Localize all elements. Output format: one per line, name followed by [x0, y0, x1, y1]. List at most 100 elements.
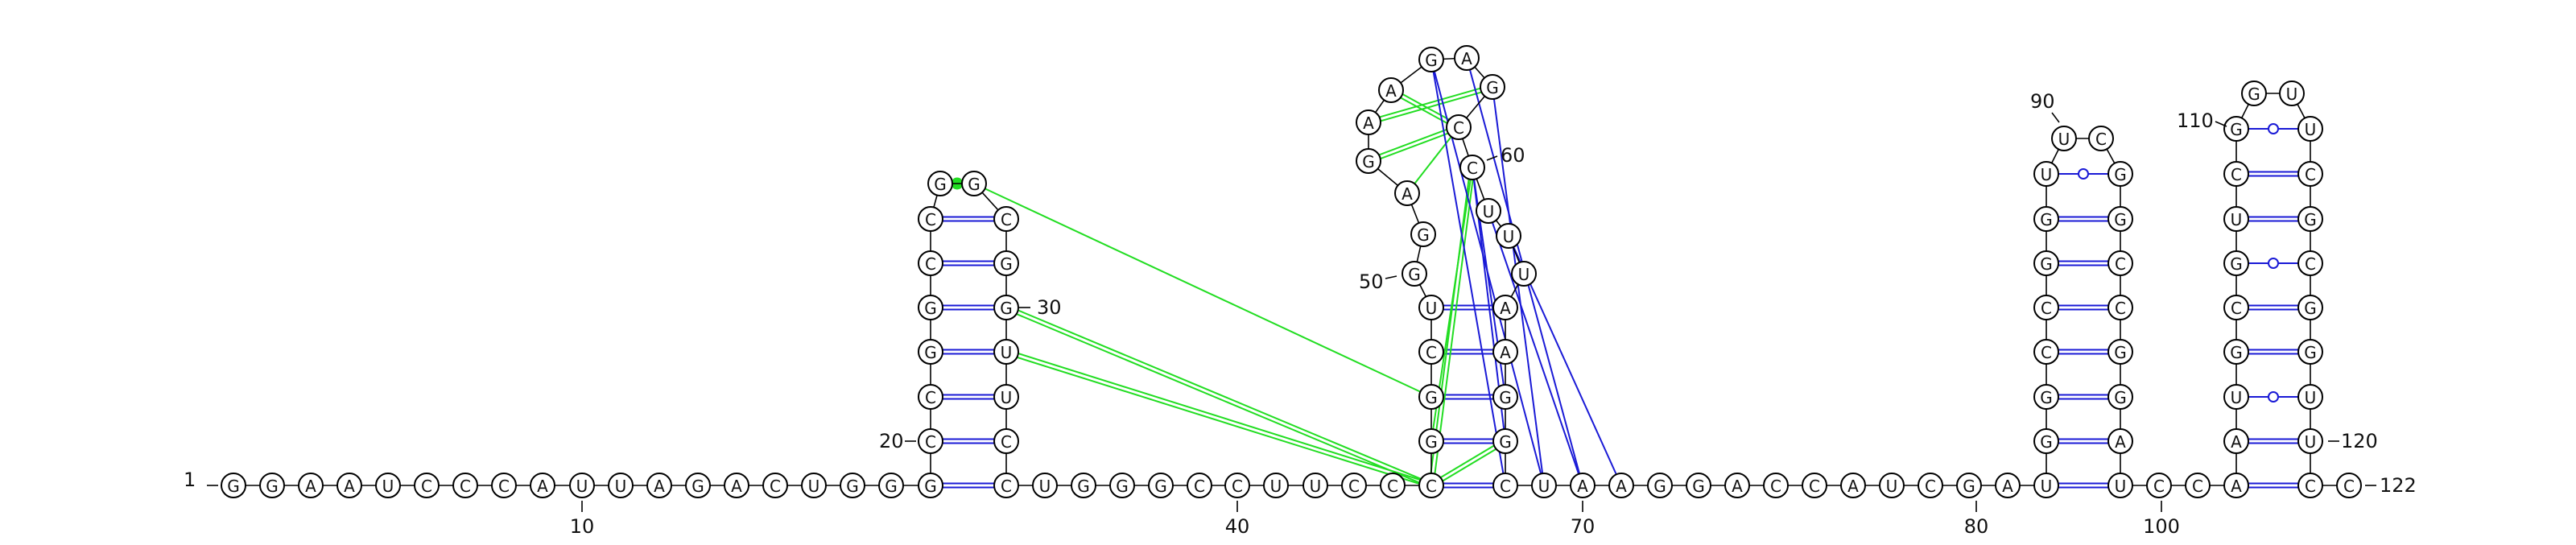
- nucleotide-circle: [2033, 250, 2059, 276]
- nucleotide-letter: C: [1500, 477, 1511, 496]
- pair-line: [1389, 91, 1459, 130]
- nucleotide-letter: C: [2231, 165, 2242, 184]
- nucleotide-circle: [2107, 161, 2133, 187]
- nucleotide-circle: [2223, 250, 2249, 276]
- nucleotide-letter: A: [1500, 343, 1511, 362]
- nucleotide-46: G: [1418, 428, 1444, 454]
- nucleotide-letter: G: [924, 343, 937, 362]
- nucleotide-letter: U: [2305, 120, 2317, 139]
- nucleotide-68: C: [1492, 473, 1518, 498]
- nucleotide-letter: G: [1362, 152, 1375, 171]
- base-pair-61-70: [1488, 210, 1583, 486]
- nucleotide-96: G: [2107, 339, 2133, 365]
- nucleotide-61: U: [1476, 198, 1501, 224]
- nucleotide-92: G: [2107, 161, 2133, 187]
- nucleotide-circle: [1402, 261, 1427, 287]
- nucleotide-circle: [298, 473, 324, 498]
- nucleotide-88: G: [2033, 206, 2059, 232]
- pair-line: [1391, 87, 1460, 126]
- nucleotide-22: G: [918, 339, 943, 365]
- nucleotide-letter: G: [1499, 388, 1512, 407]
- nucleotide-48: C: [1418, 339, 1444, 365]
- nucleotide-108: U: [2223, 206, 2249, 232]
- nucleotide-letter: G: [266, 477, 279, 496]
- nucleotide-letter: C: [925, 388, 936, 407]
- nucleotide-106: C: [2223, 295, 2249, 320]
- nucleotide-letter: U: [2231, 388, 2243, 407]
- pair-line: [1367, 124, 1459, 160]
- nucleotide-118: G: [2297, 339, 2323, 365]
- nucleotide-58: G: [1480, 74, 1505, 100]
- nucleotide-letter: U: [808, 477, 820, 496]
- nucleotide-letter: A: [344, 477, 355, 496]
- nucleotide-circle: [2223, 428, 2249, 454]
- nucleotide-14: A: [724, 473, 749, 498]
- label-120: 120: [2341, 430, 2378, 452]
- nucleotide-letter: U: [1538, 477, 1550, 496]
- nucleotide-93: G: [2107, 206, 2133, 232]
- nucleotide-letter: G: [968, 175, 980, 194]
- nucleotide-circle: [2107, 295, 2133, 320]
- nucleotide-letter: G: [1963, 477, 1975, 496]
- nucleotide-circle: [1480, 74, 1505, 100]
- nucleotide-letter: U: [1426, 299, 1438, 318]
- nucleotide-circle: [918, 295, 943, 320]
- nucleotide-64: A: [1492, 295, 1518, 320]
- nucleotide-circle: [1378, 77, 1404, 103]
- nucleotide-letter: U: [2305, 388, 2317, 407]
- label-10: 10: [570, 515, 595, 538]
- nucleotide-53: G: [1356, 148, 1381, 174]
- nucleotide-letter: U: [2231, 210, 2243, 229]
- nucleotide-circle: [530, 473, 555, 498]
- nucleotide-35: U: [1032, 473, 1058, 498]
- nucleotide-circle: [2241, 81, 2267, 106]
- nucleotide-letter: U: [2041, 165, 2053, 184]
- nucleotide-circle: [1187, 473, 1212, 498]
- nucleotide-letter: C: [2305, 254, 2316, 274]
- nucleotide-circle: [1492, 384, 1518, 410]
- nucleotide-116: C: [2297, 250, 2323, 276]
- nucleotide-8: C: [491, 473, 517, 498]
- nucleotide-81: A: [1995, 473, 2021, 498]
- nucleotide-74: A: [1724, 473, 1750, 498]
- nucleotide-79: C: [1918, 473, 1943, 498]
- nucleotide-circle: [878, 473, 904, 498]
- nucleotide-39: C: [1187, 473, 1212, 498]
- nucleotide-43: C: [1341, 473, 1367, 498]
- nucleotide-letter: C: [1925, 477, 1936, 496]
- nucleotide-circle: [918, 339, 943, 365]
- nucleotide-letter: C: [1453, 118, 1464, 138]
- nucleotide-10: U: [569, 473, 595, 498]
- nucleotide-letter: U: [1483, 202, 1495, 221]
- nucleotide-circle: [2223, 473, 2249, 498]
- base-pair-45-67: [1430, 438, 1507, 489]
- nucleotide-circle: [1356, 109, 1381, 135]
- nucleotide-letter: A: [1577, 477, 1588, 496]
- nucleotide-circle: [918, 206, 943, 232]
- nucleotide-letter: G: [1499, 432, 1512, 452]
- pair-line: [1368, 88, 1493, 126]
- base-pair-55-59: [1389, 87, 1460, 130]
- nucleotide-54: A: [1356, 109, 1381, 135]
- nucleotide-circle: [1492, 428, 1518, 454]
- nucleotide-letter: G: [1425, 51, 1438, 70]
- nucleotide-letter: G: [2230, 254, 2243, 274]
- nucleotide-circle: [2107, 339, 2133, 365]
- nucleotide-102: A: [2223, 473, 2249, 498]
- tick-60: [1486, 155, 1498, 161]
- nucleotide-letter: C: [1001, 477, 1012, 496]
- nucleotide-circle: [2336, 473, 2362, 498]
- nucleotide-circle: [1531, 473, 1557, 498]
- nucleotide-circle: [1492, 295, 1518, 320]
- wobble-marker: [2268, 258, 2279, 269]
- nucleotide-circle: [1109, 473, 1135, 498]
- nucleotide-18: G: [878, 473, 904, 498]
- nucleotide-circle: [1071, 473, 1096, 498]
- nucleotide-circle: [1418, 295, 1444, 320]
- nucleotide-circle: [1570, 473, 1596, 498]
- nucleotide-59: C: [1446, 114, 1472, 140]
- nucleotide-letter: G: [1653, 477, 1666, 496]
- tick-50: [1385, 275, 1397, 279]
- nucleotide-letter: C: [2305, 165, 2316, 184]
